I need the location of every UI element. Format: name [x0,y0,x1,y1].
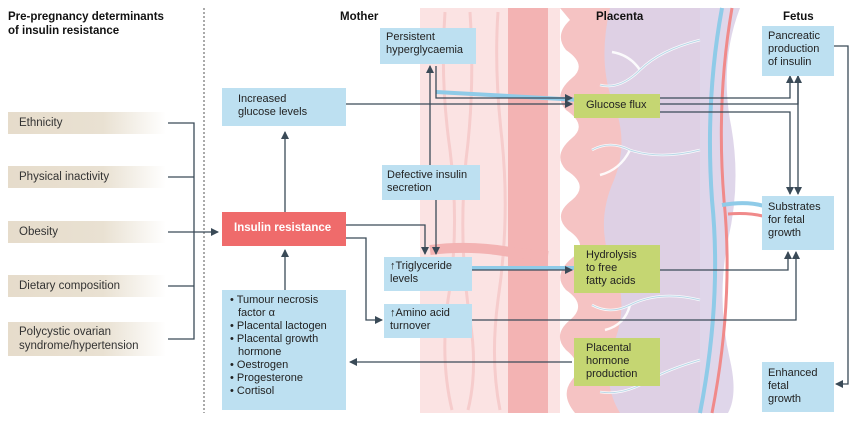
increased-glucose-line1: Increased [238,93,287,105]
placental-hormone-line2: hormone [586,355,630,367]
hormone-item: • Cortisol [230,385,275,397]
determinants-header-line2: of insulin resistance [8,25,120,37]
placental-hormone-line1: Placental [586,342,632,354]
triglyceride-box: ↑Triglyceride levels [384,257,472,291]
arrow-ir-to-amino [346,237,383,324]
arrow-hydrolysis-to-substrates [660,251,792,271]
insulin-resistance-label: Insulin resistance [234,222,332,234]
placental-hormone-line3: production [586,368,638,380]
arrow-ir-to-triglyceride [346,224,429,255]
amino-line1: ↑Amino acid [390,307,450,319]
substrates-line3: growth [768,227,802,239]
determinant-label: Dietary composition [19,280,120,292]
insulin-resistance-box: Insulin resistance [222,212,346,246]
fetus-header: Fetus [783,11,814,23]
hydrolysis-line3: fatty acids [586,275,636,287]
hormone-item: • Placental lactogen [230,320,327,332]
increased-glucose-box: Increased glucose levels [222,88,346,126]
enhanced-line1: Enhanced [768,367,818,379]
determinant-label: Obesity [19,226,58,238]
defective-line1: Defective insulin [387,169,468,181]
determinant-pcos-hypertension: Polycystic ovarian syndrome/hypertension [8,322,166,356]
arrow-amino-to-substrates [472,251,800,321]
determinants-header: Pre-pregnancy determinants of insulin re… [8,10,164,38]
hydrolysis-line1: Hydrolysis [586,249,637,261]
umbilical-vein [698,7,724,414]
hydrolysis-line2: to free [586,262,618,274]
arrow-flux-to-substrates [660,111,794,195]
umbilical-artery [710,7,734,414]
arrow-pancreatic-to-enhanced [834,45,849,388]
increased-glucose-line2: glucose levels [238,106,308,118]
triglyceride-line2: levels [390,273,419,285]
determinant-label: Ethnicity [19,117,63,129]
placenta-header: Placenta [596,11,644,23]
hydrolysis-box: Hydrolysis to free fatty acids [574,245,660,293]
determinant-dietary-composition: Dietary composition [8,275,166,297]
determinant-obesity: Obesity [8,221,166,243]
substrates-line2: for fetal [768,214,805,226]
hormone-item: hormone [238,346,282,358]
triglyceride-line1: ↑Triglyceride [390,260,452,272]
persistent-line1: Persistent [386,31,435,43]
glucose-flux-box: Glucose flux [574,94,660,118]
determinant-ethnicity: Ethnicity [8,112,166,134]
determinant-label-line2: syndrome/hypertension [19,340,139,352]
bracket-ethnicity [168,122,195,340]
arrow-flux-to-pancreatic [660,75,794,99]
placental-hormone-box: Placental hormone production [574,338,660,386]
hormones-box: • Tumour necrosis factor α • Placental l… [222,290,346,410]
substrates-box: Substrates for fetal growth [762,196,834,250]
substrates-line1: Substrates [768,201,821,213]
determinant-physical-inactivity: Physical inactivity [8,166,166,188]
persistent-hyperglycaemia-box: Persistent hyperglycaemia [380,28,476,64]
defective-line2: secretion [387,182,432,194]
hormones-list: • Tumour necrosis factor α • Placental l… [230,294,346,398]
enhanced-line3: growth [768,393,802,405]
enhanced-growth-box: Enhanced fetal growth [762,362,834,412]
pancreatic-line3: of insulin [768,56,812,68]
hormone-item: • Oestrogen [230,359,289,371]
arrow-persistent-to-flux [435,66,573,102]
pancreatic-insulin-box: Pancreatic production of insulin [762,26,834,76]
hormone-item: • Progesterone [230,372,303,384]
determinants-header-line1: Pre-pregnancy determinants [8,11,164,23]
enhanced-line2: fetal [768,380,789,392]
pancreatic-line2: production [768,43,820,55]
hormone-item: • Placental growth [230,333,319,345]
pancreatic-line1: Pancreatic [768,30,820,42]
amino-line2: turnover [390,320,431,332]
spiral-artery [508,8,548,413]
determinant-label: Physical inactivity [19,171,110,183]
mother-header: Mother [340,11,379,23]
hormone-item: factor α [238,307,275,319]
hormone-item: • Tumour necrosis [230,294,319,306]
maternal-flow-band [435,90,581,102]
determinant-label-line1: Polycystic ovarian [19,326,112,338]
glucose-flux-label: Glucose flux [586,99,647,111]
persistent-line2: hyperglycaemia [386,44,464,56]
arrow-flux-to-pancreatic-2 [660,75,802,105]
defective-insulin-box: Defective insulin secretion [382,165,480,200]
amino-acid-box: ↑Amino acid turnover [384,304,472,338]
